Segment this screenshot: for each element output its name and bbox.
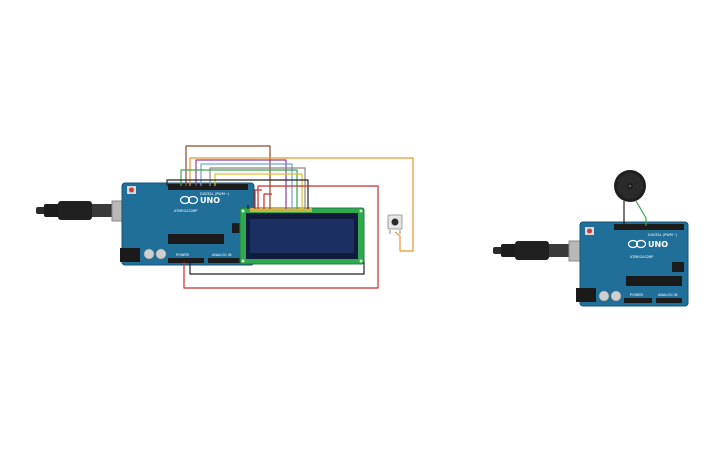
wire-black-top bbox=[166, 179, 309, 209]
wire-green-buzzer bbox=[635, 200, 647, 226]
power-jack bbox=[120, 248, 140, 262]
push-button[interactable] bbox=[387, 214, 403, 234]
piezo-buzzer[interactable] bbox=[614, 170, 646, 202]
digital-silk-label: DIGITAL (PWM~) bbox=[200, 192, 230, 196]
wire-purple bbox=[195, 159, 287, 209]
analog-silk-label: ANALOG IN bbox=[658, 293, 678, 297]
chip-label: ATMEGA328P bbox=[174, 209, 197, 213]
digital-header[interactable] bbox=[614, 224, 684, 230]
lcd-screen bbox=[250, 219, 354, 253]
board-model-label: UNO bbox=[200, 196, 220, 205]
power-header[interactable] bbox=[168, 258, 204, 263]
analog-silk-label: ANALOG IN bbox=[212, 253, 232, 257]
atmega-chip bbox=[168, 234, 224, 244]
power-jack bbox=[576, 288, 596, 302]
analog-header[interactable] bbox=[208, 258, 240, 263]
wire-black-bottom bbox=[189, 262, 365, 275]
power-silk-label: POWER bbox=[630, 293, 644, 297]
digital-silk-label: DIGITAL (PWM~) bbox=[648, 233, 678, 237]
buzzer-wires[interactable] bbox=[623, 200, 647, 226]
wire-gray bbox=[209, 167, 306, 209]
wires-left[interactable] bbox=[166, 145, 414, 289]
arduino-logo-left bbox=[179, 195, 199, 205]
usb-cable-left[interactable] bbox=[36, 200, 139, 222]
power-header[interactable] bbox=[624, 298, 652, 303]
wire-red-top bbox=[254, 189, 262, 209]
arduino-uno-left[interactable]: UNO DIGITAL (PWM~) POWER ANALOG IN ATMEG… bbox=[120, 182, 255, 266]
lcd-16x2[interactable] bbox=[239, 207, 365, 265]
lcd-pin-header[interactable] bbox=[250, 208, 312, 212]
power-silk-label: POWER bbox=[176, 253, 190, 257]
wire-orange bbox=[189, 157, 414, 252]
wire-green bbox=[180, 169, 298, 209]
wire-red-long bbox=[183, 185, 379, 289]
analog-header[interactable] bbox=[656, 298, 682, 303]
wire-brown bbox=[185, 145, 271, 209]
arduino-uno-right[interactable]: UNO DIGITAL (PWM~) POWER ANALOG IN ATMEG… bbox=[576, 221, 689, 307]
arduino-logo-right bbox=[627, 239, 647, 249]
atmega-chip bbox=[626, 276, 682, 286]
chip-label: ATMEGA328P bbox=[630, 255, 653, 259]
board-model-label: UNO bbox=[648, 240, 668, 249]
digital-header[interactable] bbox=[168, 184, 248, 190]
